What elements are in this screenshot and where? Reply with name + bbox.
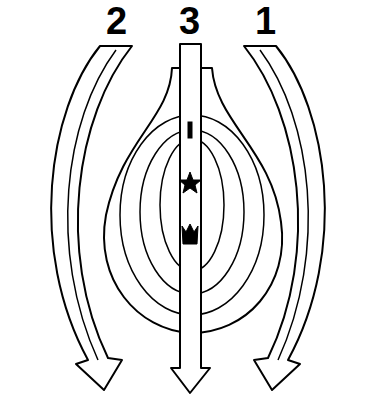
callout-number: 3 bbox=[179, 2, 200, 40]
bud-mark bbox=[188, 122, 192, 138]
curved-arrow bbox=[51, 46, 132, 390]
arrow-inner-line bbox=[260, 50, 308, 360]
callout-number: 1 bbox=[255, 2, 276, 40]
curved-arrow bbox=[244, 46, 325, 390]
star-mark bbox=[179, 172, 201, 193]
callout-number: 2 bbox=[106, 2, 127, 40]
basal-plate-mark bbox=[182, 224, 198, 244]
arrow-inner-line bbox=[68, 50, 116, 360]
straight-arrow bbox=[171, 44, 210, 393]
